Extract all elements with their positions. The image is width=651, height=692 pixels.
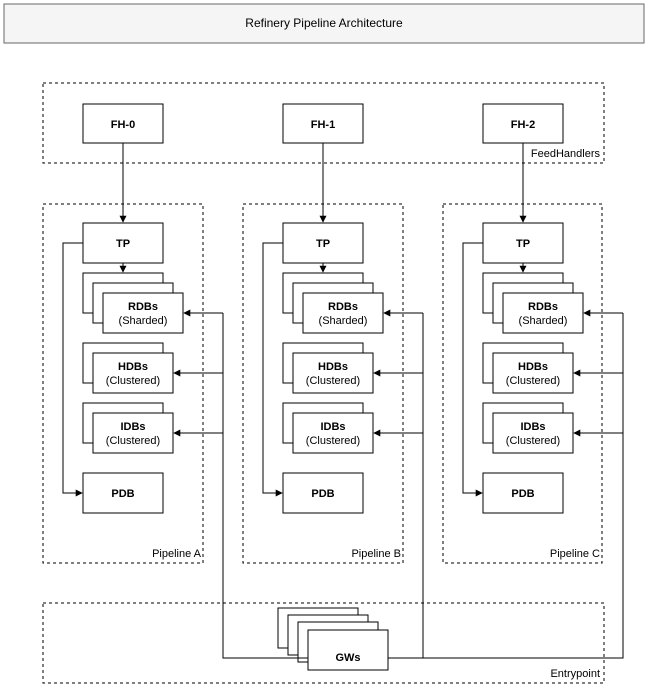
rdbs-sub: (Sharded): [319, 315, 368, 327]
idbs-sub: (Clustered): [506, 435, 560, 447]
fh-node-1[interactable]: FH-1: [282, 103, 364, 144]
rdbs-node[interactable]: RDBs (Sharded): [482, 272, 584, 334]
pdb-label: PDB: [311, 488, 334, 500]
idbs-node[interactable]: IDBs (Clustered): [282, 402, 374, 454]
page-title: Refinery Pipeline Architecture: [245, 16, 403, 30]
entrypoint-group: Entrypoint GWs: [42, 602, 605, 684]
hdbs-title: HDBs: [518, 361, 548, 373]
pdb-label: PDB: [511, 488, 534, 500]
header-bar: Refinery Pipeline Architecture: [3, 3, 645, 44]
idbs-title: IDBs: [520, 421, 545, 433]
hdbs-title: HDBs: [318, 361, 348, 373]
pdb-node[interactable]: PDB: [282, 472, 364, 514]
fh-node-0[interactable]: FH-0: [82, 103, 164, 144]
idbs-sub: (Clustered): [106, 435, 160, 447]
pipeline-b: Pipeline B TP RDBs (Sharded) HDBs (Clust…: [242, 203, 404, 564]
tp-label: TP: [116, 238, 130, 250]
pdb-node[interactable]: PDB: [82, 472, 164, 514]
hdbs-node[interactable]: HDBs (Clustered): [282, 342, 374, 394]
tp-node[interactable]: TP: [482, 222, 564, 264]
idbs-node[interactable]: IDBs (Clustered): [482, 402, 574, 454]
entrypoint-label: Entrypoint: [550, 668, 600, 680]
tp-node[interactable]: TP: [82, 222, 164, 264]
connectors: [62, 143, 624, 659]
gw-bus-a: [222, 313, 308, 659]
rdbs-sub: (Sharded): [119, 315, 168, 327]
gw-bus-b: [388, 313, 424, 659]
feedhandlers-label: FeedHandlers: [531, 148, 601, 160]
pipeline-label: Pipeline B: [351, 548, 401, 560]
gws-label: GWs: [335, 652, 360, 664]
arrow-tp-pdb: [62, 242, 83, 497]
pdb-node[interactable]: PDB: [482, 472, 564, 514]
rdbs-node[interactable]: RDBs (Sharded): [282, 272, 384, 334]
tp-label: TP: [516, 238, 530, 250]
tp-label: TP: [316, 238, 330, 250]
hdbs-sub: (Clustered): [506, 375, 560, 387]
tp-node[interactable]: TP: [282, 222, 364, 264]
arrow-tp-pdb: [462, 242, 483, 497]
rdbs-title: RDBs: [528, 301, 558, 313]
pipeline-c: Pipeline C TP RDBs (Sharded) HDBs (Clust…: [442, 203, 603, 564]
fh-node-label: FH-2: [511, 119, 535, 131]
rdbs-sub: (Sharded): [519, 315, 568, 327]
hdbs-sub: (Clustered): [306, 375, 360, 387]
arrow-tp-pdb: [262, 242, 283, 497]
fh-node-label: FH-0: [111, 119, 135, 131]
hdbs-title: HDBs: [118, 361, 148, 373]
rdbs-title: RDBs: [328, 301, 358, 313]
gw-bus-c: [388, 313, 624, 659]
pdb-label: PDB: [111, 488, 134, 500]
pipeline-label: Pipeline C: [550, 548, 600, 560]
hdbs-node[interactable]: HDBs (Clustered): [82, 342, 174, 394]
rdbs-title: RDBs: [128, 301, 158, 313]
idbs-node[interactable]: IDBs (Clustered): [82, 402, 174, 454]
idbs-title: IDBs: [320, 421, 345, 433]
hdbs-node[interactable]: HDBs (Clustered): [482, 342, 574, 394]
gws-node[interactable]: GWs: [277, 607, 389, 671]
idbs-sub: (Clustered): [306, 435, 360, 447]
rdbs-node[interactable]: RDBs (Sharded): [82, 272, 184, 334]
fh-node-2[interactable]: FH-2: [482, 103, 564, 144]
pipeline-a: Pipeline A TP RDBs (Sharded) HDBs (Clust…: [42, 203, 204, 564]
pipeline-label: Pipeline A: [152, 548, 202, 560]
hdbs-sub: (Clustered): [106, 375, 160, 387]
idbs-title: IDBs: [120, 421, 145, 433]
fh-node-label: FH-1: [311, 119, 335, 131]
